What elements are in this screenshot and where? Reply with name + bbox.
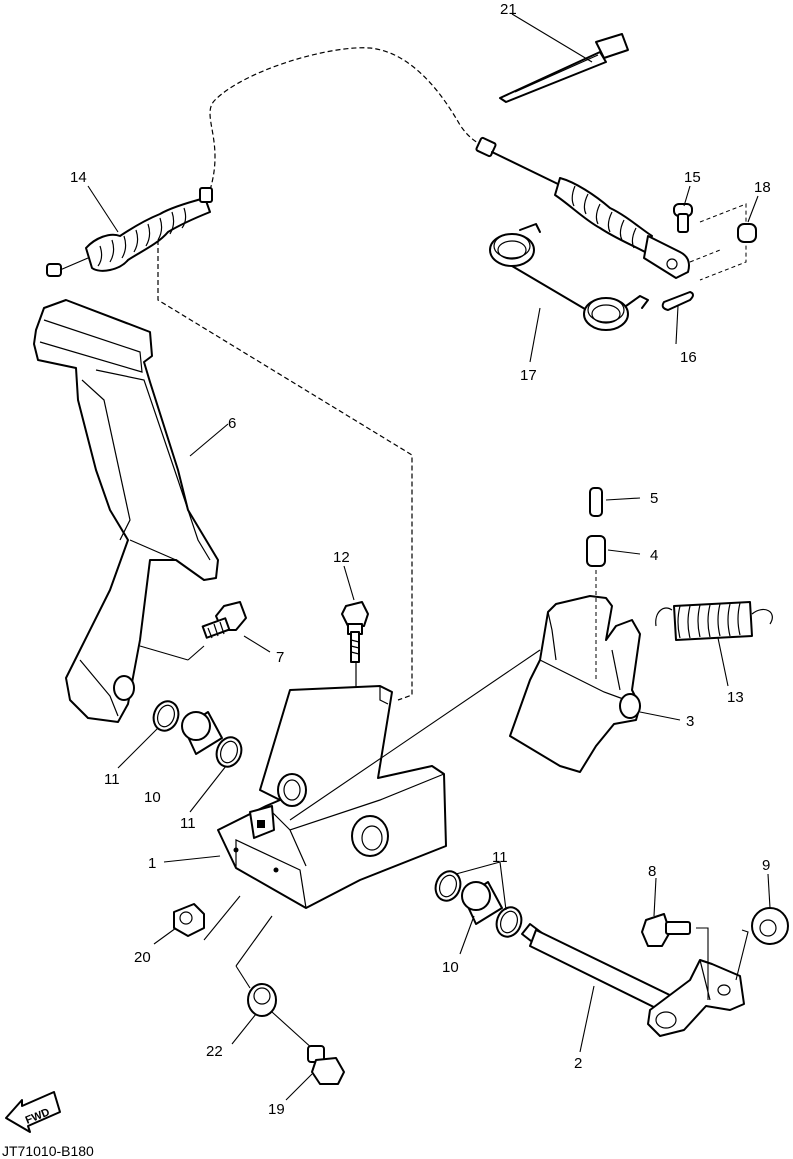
callout-14: 14 xyxy=(70,169,87,186)
part-4-pin xyxy=(586,535,606,567)
callout-7: 7 xyxy=(276,649,284,666)
callout-22: 22 xyxy=(206,1043,223,1060)
part-6-brake-pedal xyxy=(33,299,219,723)
callout-3: 3 xyxy=(686,713,694,730)
callout-11a: 11 xyxy=(104,771,120,788)
part-17-return-spring xyxy=(489,223,649,331)
part-19-bolt xyxy=(307,1045,345,1085)
callout-11b: 11 xyxy=(180,815,196,832)
callout-16: 16 xyxy=(680,349,697,366)
callout-1: 1 xyxy=(148,855,156,872)
callout-9: 9 xyxy=(762,857,770,874)
part-15-pin xyxy=(673,203,693,233)
callout-17: 17 xyxy=(520,367,537,384)
part-8-bolt xyxy=(641,913,691,947)
part-11-o-ring-right-a xyxy=(434,870,462,902)
cable-end-left xyxy=(46,187,213,277)
part-13-tension-spring xyxy=(655,601,773,641)
cable-end-right xyxy=(475,136,690,279)
part-5-pin xyxy=(589,487,603,517)
part-12-bolt xyxy=(341,601,369,800)
callout-4: 4 xyxy=(650,547,658,564)
part-18-cap xyxy=(689,203,757,281)
part-9-nut xyxy=(751,907,789,945)
part-7-bolt xyxy=(201,601,247,639)
part-22-collar xyxy=(247,983,277,1017)
callout-10a: 10 xyxy=(144,789,161,806)
callout-10b: 10 xyxy=(442,959,459,976)
callout-2: 2 xyxy=(574,1055,582,1072)
callout-8: 8 xyxy=(648,863,656,880)
callout-19: 19 xyxy=(268,1101,285,1118)
part-10-bushing-left xyxy=(181,711,223,755)
callout-21: 21 xyxy=(500,1,517,18)
part-11-o-ring-left-b xyxy=(215,736,243,768)
callout-13: 13 xyxy=(727,689,744,706)
throttle-cable xyxy=(46,47,690,701)
callout-5: 5 xyxy=(650,490,658,507)
callout-leaders xyxy=(87,13,771,1101)
part-10-bushing-right xyxy=(461,881,503,925)
part-11-o-ring-right-b xyxy=(495,906,523,938)
part-11-o-ring-left-a xyxy=(152,700,180,732)
fwd-arrow-icon: FWD xyxy=(5,1091,61,1133)
part-21-cable-tie xyxy=(499,33,629,103)
drawing-code: JT71010-B180 xyxy=(2,1143,94,1159)
callout-18: 18 xyxy=(754,179,771,196)
part-16-clip xyxy=(661,291,694,311)
part-3-lever xyxy=(509,595,641,773)
callout-12: 12 xyxy=(333,549,350,566)
callout-15: 15 xyxy=(684,169,701,186)
callout-6: 6 xyxy=(228,415,236,432)
part-1-bracket xyxy=(217,649,541,909)
callout-20: 20 xyxy=(134,949,151,966)
callout-11c: 11 xyxy=(492,849,508,866)
part-2-shaft-arm xyxy=(521,923,745,1037)
callout-labels: 21 14 15 18 16 17 6 5 4 12 7 13 3 11 10 … xyxy=(70,1,771,1118)
part-20-nut xyxy=(173,903,205,937)
